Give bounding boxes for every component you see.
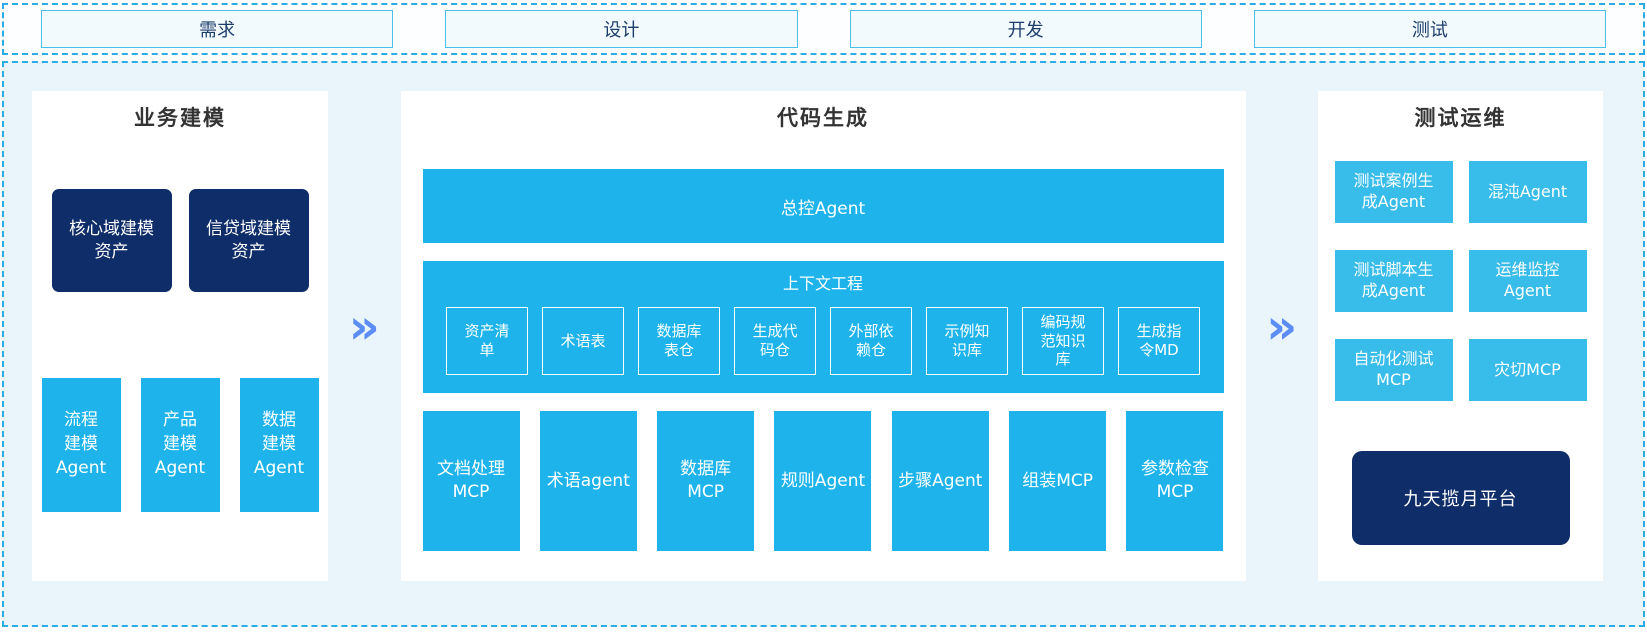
doc-processing-mcp-box: 文档处理 MCP — [422, 411, 520, 551]
phase-strip: 需求 设计 开发 测试 — [2, 3, 1645, 55]
master-agent-label: 总控Agent — [780, 198, 866, 219]
glossary-agent-box: 术语agent — [539, 411, 637, 551]
generate-instruction-md-label: 生成指 令MD — [1136, 322, 1182, 359]
phase-label-testing: 测试 — [1411, 20, 1448, 41]
test-script-gen-agent-box: 测试脚本生 成Agent — [1334, 250, 1453, 312]
double-chevron-arrow-icon: » — [1266, 299, 1298, 355]
doc-processing-mcp-label: 文档处理 MCP — [437, 459, 505, 502]
db-table-repo-box: 数据库 表仓 — [638, 307, 720, 375]
test-script-gen-agent-label: 测试脚本生 成Agent — [1353, 260, 1434, 300]
db-table-repo-label: 数据库 表仓 — [656, 322, 702, 359]
disaster-switch-mcp-box: 灾切MCP — [1468, 339, 1587, 401]
flow-gap-right: » — [1246, 91, 1319, 625]
step-agent-label: 步骤Agent — [898, 470, 983, 491]
glossary-box: 术语表 — [542, 307, 624, 375]
step-agent-box: 步骤Agent — [891, 411, 989, 551]
auto-test-mcp-box: 自动化测试 MCP — [1334, 339, 1453, 401]
double-chevron-arrow-icon: » — [348, 299, 380, 355]
core-domain-asset-label: 核心域建模 资产 — [69, 218, 154, 262]
generate-instruction-md-box: 生成指 令MD — [1118, 307, 1200, 375]
phase-label-development: 开发 — [1007, 20, 1044, 41]
example-kb-box: 示例知 识库 — [926, 307, 1008, 375]
phase-box-requirements: 需求 — [41, 10, 394, 48]
asset-list-label: 资产清 单 — [464, 322, 510, 359]
phase-box-development: 开发 — [849, 10, 1202, 48]
disaster-switch-mcp-label: 灾切MCP — [1494, 359, 1561, 379]
section-business-modeling: 业务建模 核心域建模 资产 信贷域建模 资产 流程 建模 Agent 产品 建模… — [32, 91, 328, 581]
test-case-gen-agent-label: 测试案例生 成Agent — [1353, 171, 1434, 211]
data-modeling-agent-label: 数据 建模 Agent — [253, 410, 305, 478]
phase-label-requirements: 需求 — [199, 20, 236, 41]
jiutian-lanyue-platform-box: 九天揽月平台 — [1351, 451, 1570, 545]
phase-label-design: 设计 — [603, 20, 640, 41]
phase-box-testing: 测试 — [1253, 10, 1606, 48]
param-check-mcp-label: 参数检查 MCP — [1140, 459, 1209, 502]
modeling-agent-row: 流程 建模 Agent 产品 建模 Agent 数据 建模 Agent — [41, 378, 319, 512]
test-case-gen-agent-box: 测试案例生 成Agent — [1334, 161, 1453, 223]
product-modeling-agent-label: 产品 建模 Agent — [154, 410, 206, 478]
ops-monitor-agent-label: 运维监控 Agent — [1495, 260, 1560, 300]
glossary-label: 术语表 — [560, 331, 606, 350]
database-mcp-box: 数据库 MCP — [657, 411, 755, 551]
chaos-agent-box: 混沌Agent — [1468, 161, 1587, 223]
external-deps-repo-box: 外部依 赖仓 — [830, 307, 912, 375]
code-generation-title: 代码生成 — [777, 106, 869, 130]
coding-standard-kb-label: 编码规 范知识 库 — [1040, 312, 1086, 369]
coding-standard-kb-box: 编码规 范知识 库 — [1022, 307, 1104, 375]
product-modeling-agent-box: 产品 建模 Agent — [140, 378, 220, 512]
jiutian-lanyue-platform-label: 九天揽月平台 — [1403, 489, 1518, 510]
auto-test-mcp-label: 自动化测试 MCP — [1353, 349, 1434, 389]
context-engineering-title: 上下文工程 — [782, 274, 863, 293]
assembly-mcp-box: 组装MCP — [1009, 411, 1107, 551]
test-ops-grid: 测试案例生 成Agent 混沌Agent 测试脚本生 成Agent 运维监控 A… — [1334, 161, 1587, 401]
process-modeling-agent-box: 流程 建模 Agent — [41, 378, 121, 512]
main-frame: 业务建模 核心域建模 资产 信贷域建模 资产 流程 建模 Agent 产品 建模… — [2, 61, 1645, 627]
business-modeling-title: 业务建模 — [134, 106, 226, 130]
worker-row: 文档处理 MCP 术语agent 数据库 MCP 规则Agent 步骤Agent… — [422, 411, 1224, 551]
modeling-asset-row: 核心域建模 资产 信贷域建模 资产 — [51, 189, 309, 292]
flow-gap-left: » — [328, 91, 401, 625]
data-modeling-agent-box: 数据 建模 Agent — [239, 378, 319, 512]
glossary-agent-label: 术语agent — [546, 470, 630, 491]
phase-box-design: 设计 — [445, 10, 798, 48]
section-test-ops: 测试运维 测试案例生 成Agent 混沌Agent 测试脚本生 成Agent 运… — [1318, 91, 1603, 581]
rule-agent-label: 规则Agent — [780, 470, 866, 491]
credit-domain-asset-box: 信贷域建模 资产 — [188, 189, 309, 292]
database-mcp-label: 数据库 MCP — [680, 459, 732, 502]
context-item-row: 资产清 单 术语表 数据库 表仓 生成代 码仓 外部依 赖仓 示例知 识库 — [446, 307, 1200, 375]
example-kb-label: 示例知 识库 — [944, 322, 990, 359]
test-ops-title: 测试运维 — [1414, 106, 1507, 130]
generated-code-repo-label: 生成代 码仓 — [752, 322, 798, 359]
credit-domain-asset-label: 信贷域建模 资产 — [206, 218, 291, 262]
master-agent-bar: 总控Agent — [422, 169, 1224, 243]
rule-agent-box: 规则Agent — [774, 411, 872, 551]
chaos-agent-label: 混沌Agent — [1487, 181, 1568, 201]
section-code-generation: 代码生成 总控Agent 上下文工程 资产清 单 术语表 数据库 表仓 生成代 … — [400, 91, 1246, 581]
assembly-mcp-label: 组装MCP — [1022, 470, 1094, 491]
ops-monitor-agent-box: 运维监控 Agent — [1468, 250, 1587, 312]
param-check-mcp-box: 参数检查 MCP — [1126, 411, 1224, 551]
external-deps-repo-label: 外部依 赖仓 — [848, 322, 894, 359]
generated-code-repo-box: 生成代 码仓 — [734, 307, 816, 375]
core-domain-asset-box: 核心域建模 资产 — [51, 189, 172, 292]
asset-list-box: 资产清 单 — [446, 307, 528, 375]
process-modeling-agent-label: 流程 建模 Agent — [55, 410, 107, 478]
context-engineering-box: 上下文工程 资产清 单 术语表 数据库 表仓 生成代 码仓 外部依 赖仓 — [422, 261, 1224, 393]
